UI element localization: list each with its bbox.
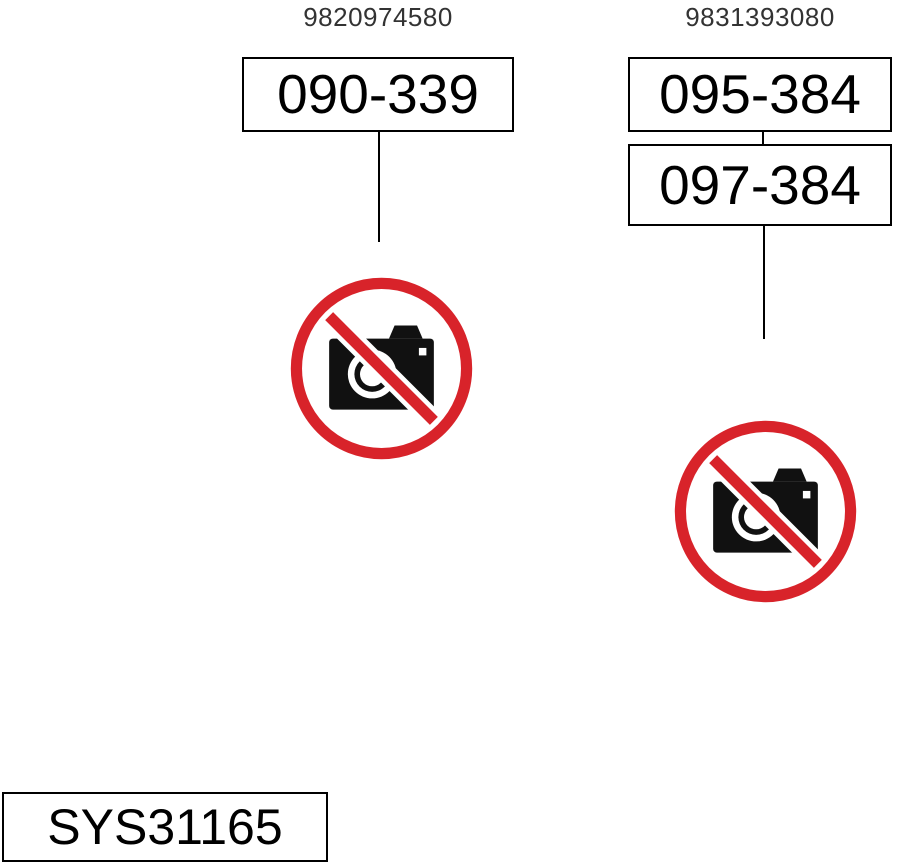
no-photo-icon	[672, 418, 859, 605]
leader-line	[762, 132, 764, 144]
part-code-box[interactable]: 095-384	[628, 57, 892, 132]
part-number-label: 9831393080	[685, 2, 835, 32]
leader-line	[378, 132, 380, 242]
leader-line	[763, 226, 765, 339]
part-code-box[interactable]: 097-384	[628, 144, 892, 226]
system-code-box: SYS31165	[2, 792, 328, 862]
part-number-label: 9820974580	[303, 2, 453, 32]
no-photo-icon	[288, 275, 475, 462]
part-code-box[interactable]: 090-339	[242, 57, 514, 132]
